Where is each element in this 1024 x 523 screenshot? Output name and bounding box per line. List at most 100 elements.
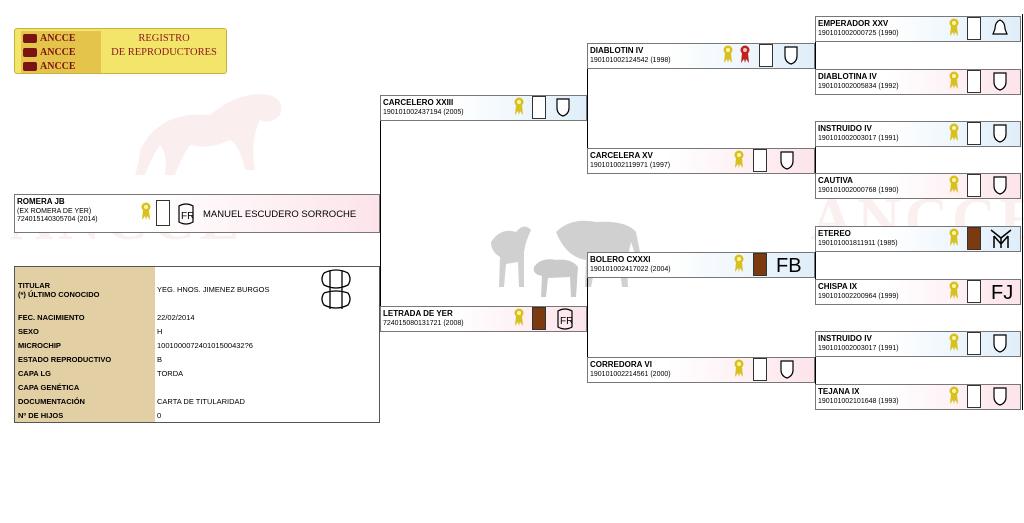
logo-brand-line: ANCCE	[40, 61, 76, 72]
coat-color-swatch	[967, 70, 981, 93]
titular-label: TITULAR	[18, 281, 50, 290]
ym-brand-icon	[989, 228, 1013, 250]
coat-color-swatch	[532, 96, 546, 119]
horse-registration: 190101002003017 (1991)	[818, 135, 899, 142]
horse-name: DIABLOTIN IV	[590, 46, 643, 55]
horse-registration: 190101002119971 (1997)	[590, 162, 670, 169]
subject-registration: 724015140305704 (2014)	[17, 216, 98, 223]
owner-name: MANUEL ESCUDERO SORROCHE	[203, 209, 356, 220]
horse-icon	[23, 62, 37, 71]
horse-registration: 190101002101648 (1993)	[818, 398, 899, 405]
coat-color-swatch	[967, 17, 981, 40]
rosette-icon	[734, 359, 744, 377]
shield-icon	[778, 359, 796, 381]
horse-name: TEJANA IX	[818, 387, 860, 396]
fr-brand-icon: FR	[556, 308, 574, 330]
coat-color-swatch	[967, 280, 981, 303]
horse-name: EMPERADOR XXV	[818, 19, 888, 28]
rosette-icon	[141, 202, 151, 220]
detail-label: FEC. NACIMIENTO	[18, 313, 85, 322]
svg-text:FR: FR	[181, 211, 194, 222]
titular-sub-label: (*) ÚLTIMO CONOCIDO	[18, 290, 100, 299]
horse-name: BOLERO CXXXI	[590, 255, 650, 264]
coat-color-swatch	[759, 44, 773, 67]
page-right-rule	[1022, 14, 1023, 410]
grandsire-paternal-box[interactable]: DIABLOTIN IV 190101002124542 (1998)	[587, 43, 815, 69]
detail-label: SEXO	[18, 327, 39, 336]
rosette-icon	[949, 228, 959, 246]
shield-icon	[991, 386, 1009, 408]
coat-color-swatch	[967, 332, 981, 355]
horse-registration: 190101002124542 (1998)	[590, 57, 671, 64]
rosette-icon	[949, 333, 959, 351]
coat-color-swatch	[753, 358, 767, 381]
shield-icon	[991, 123, 1009, 145]
detail-label: CAPA LG	[18, 369, 51, 378]
detail-label: CAPA GENÉTICA	[18, 383, 79, 392]
horse-name: CARCELERO XXIII	[383, 98, 453, 107]
horse-registration: 190101002417022 (2004)	[590, 266, 671, 273]
bell-icon	[991, 18, 1009, 40]
horse-name: CORREDORA VI	[590, 360, 652, 369]
shield-icon	[782, 45, 800, 67]
coat-color-swatch	[532, 307, 546, 330]
coat-color-swatch	[967, 174, 981, 197]
subject-alias: (EX ROMERA DE YER)	[17, 208, 91, 215]
detail-label: MICROCHIP	[18, 341, 61, 350]
coat-color-swatch	[967, 122, 981, 145]
subject-name: ROMERA JB	[17, 197, 65, 206]
horse-name: CARCELERA XV	[590, 151, 653, 160]
horse-name: INSTRUIDO IV	[818, 334, 872, 343]
detail-value: B	[157, 355, 162, 364]
horse-name: LETRADA DE YER	[383, 309, 453, 318]
titular-value: YEG. HNOS. JIMENEZ BURGOS	[157, 285, 270, 294]
details-panel: TITULAR (*) ÚLTIMO CONOCIDO YEG. HNOS. J…	[14, 266, 380, 423]
horse-icon	[23, 34, 37, 43]
logo-brand-block: ANCCE ANCCE ANCCE	[21, 31, 101, 73]
svg-text:FR: FR	[560, 316, 573, 327]
logo-title-line1: REGISTRO	[105, 32, 223, 46]
connector-line	[587, 57, 588, 161]
brand-mark: FJ	[991, 281, 1013, 305]
rosette-icon	[949, 18, 959, 36]
owner-brand-icon	[318, 269, 354, 311]
ancce-logo: ANCCE ANCCE ANCCE REGISTRO DE REPRODUCTO…	[14, 28, 227, 74]
logo-brand-line: ANCCE	[40, 33, 76, 44]
horse-registration: 190101002214561 (2000)	[590, 371, 671, 378]
detail-value: CARTA DE TITULARIDAD	[157, 397, 245, 406]
shield-icon	[554, 97, 572, 119]
shield-icon	[778, 150, 796, 172]
brand-mark: FB	[776, 254, 802, 278]
horse-name: CHISPA IX	[818, 282, 857, 291]
detail-value: 22/02/2014	[157, 313, 195, 322]
horse-registration: 190101002005834 (1992)	[818, 83, 899, 90]
horse-registration: 190101002000725 (1990)	[818, 30, 899, 37]
rosette-icon	[949, 123, 959, 141]
rosette-icon	[514, 97, 524, 115]
horse-name: ETEREO	[818, 229, 851, 238]
horse-name: CAUTIVA	[818, 176, 853, 185]
detail-label: Nº DE HIJOS	[18, 411, 63, 420]
logo-title-line2: DE REPRODUCTORES	[105, 46, 223, 60]
rosette-icon	[514, 308, 524, 326]
horse-registration: 190101002437194 (2005)	[383, 109, 464, 116]
coat-color-swatch	[156, 200, 170, 226]
rosette-icon	[949, 386, 959, 404]
coat-color-swatch	[753, 149, 767, 172]
watermark-horse-left	[120, 70, 300, 180]
connector-line	[380, 121, 381, 318]
detail-value: 0	[157, 411, 161, 420]
rosette-icon	[949, 71, 959, 89]
horse-registration: 190101002003017 (1991)	[818, 345, 899, 352]
red-rosette-icon	[740, 45, 750, 63]
detail-label: ESTADO REPRODUCTIVO	[18, 355, 111, 364]
shield-icon	[991, 71, 1009, 93]
horse-registration: 190101001811911 (1985)	[818, 240, 898, 247]
coat-color-swatch	[753, 253, 767, 276]
shield-icon	[991, 333, 1009, 355]
horse-name: INSTRUIDO IV	[818, 124, 872, 133]
logo-brand-line: ANCCE	[40, 47, 76, 58]
horse-name: DIABLOTINA IV	[818, 72, 877, 81]
horse-registration: 724015080131721 (2008)	[383, 320, 464, 327]
horse-icon	[23, 48, 37, 57]
